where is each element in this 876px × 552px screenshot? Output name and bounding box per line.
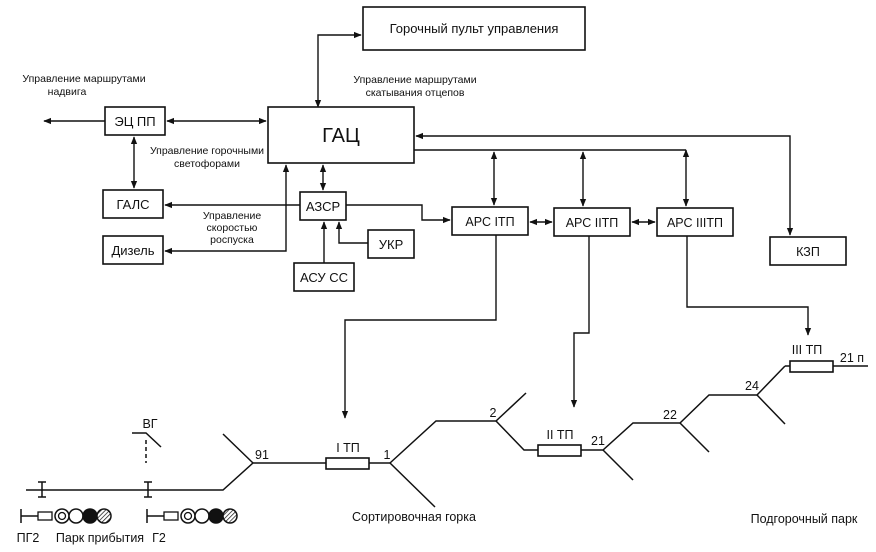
label-hump: Сортировочная горка: [352, 510, 476, 524]
block-gals: ГАЛС: [102, 189, 164, 219]
diesel-label: Дизель: [111, 243, 154, 258]
block-asu-ss: АСУ СС: [293, 262, 355, 292]
track-arrival: [26, 462, 327, 491]
ecpp-label: ЭЦ ПП: [114, 114, 155, 129]
track-vg-symbol: [132, 432, 162, 448]
note-speed-1: Управление: [203, 210, 262, 222]
ars-2-label: АРС IIТП: [566, 216, 619, 230]
block-diesel: Дизель: [102, 235, 164, 265]
connector-gac-console: [314, 31, 362, 108]
track-layout: ВГ 91 I ТП 1 2 II ТП 21 22 24 III ТП 21 …: [17, 343, 868, 545]
block-gac: ГАЦ: [267, 106, 415, 164]
gac-label: ГАЦ: [322, 125, 360, 147]
label-signal-pg2: ПГ2: [17, 531, 40, 545]
block-azsr: АЗСР: [299, 191, 347, 221]
note-hump-signals-1: Управление горочными: [150, 145, 264, 157]
signal-g2: [146, 508, 238, 524]
note-speed-3: роспуска: [210, 234, 254, 246]
label-signal-g2: Г2: [152, 531, 166, 545]
label-arrival-park: Парк прибытия: [56, 531, 144, 545]
note-push-routes-1: Управление маршрутами: [22, 73, 145, 85]
label-switch-22: 22: [663, 408, 677, 422]
label-classification-park: Подгорочный парк: [751, 512, 858, 526]
track-branch-91: [222, 433, 254, 464]
connector-ars2-tp2: [570, 236, 590, 408]
note-push-routes-2: надвига: [48, 86, 87, 98]
track-branch-1-lower: [389, 462, 436, 508]
label-tp2: II ТП: [546, 428, 573, 442]
gals-label: ГАЛС: [116, 197, 149, 212]
ars-3-label: АРС IIIТП: [667, 216, 723, 230]
connector-ukr-azsr: [335, 221, 368, 244]
ukr-label: УКР: [379, 237, 404, 252]
block-ukr: УКР: [367, 229, 415, 259]
track-branch-21-lower: [602, 449, 634, 481]
block-ars-2: АРС IIТП: [553, 207, 631, 237]
connector-ars3-tp3: [686, 236, 812, 336]
retarder-tp2: [537, 444, 582, 457]
note-hump-signals-2: светофорами: [174, 158, 240, 170]
block-ars-1: АРС ІТП: [451, 206, 529, 236]
insulating-joint-2: [144, 481, 152, 498]
label-tp1: I ТП: [336, 441, 360, 455]
connector-gac-kzp: [415, 132, 794, 236]
track-branch-2-lower: [495, 420, 538, 451]
label-switch-91: 91: [255, 448, 269, 462]
connector-ars1-tp1: [341, 235, 497, 419]
connector-gac-diesel: [164, 164, 290, 255]
ars-1-label: АРС ІТП: [465, 215, 514, 229]
insulating-joint-1: [38, 481, 46, 498]
kzp-label: КЗП: [796, 245, 820, 259]
block-ecpp: ЭЦ ПП: [104, 106, 166, 136]
track-branch-24-lower: [756, 394, 786, 425]
label-switch-1: 1: [384, 448, 391, 462]
block-hump-console: Горочный пульт управления: [362, 6, 586, 51]
connector-azsr-ars1: [346, 204, 451, 224]
track-branch-22-lower: [679, 422, 710, 453]
label-switch-21: 21: [591, 434, 605, 448]
retarder-tp1: [325, 457, 370, 470]
track-upper-branch: [389, 392, 527, 464]
label-track-21p: 21 п: [840, 351, 864, 365]
note-speed-2: скоростью: [207, 222, 258, 234]
note-cut-routes-2: скатывания отцепов: [366, 87, 465, 99]
hump-console-label: Горочный пульт управления: [390, 21, 559, 36]
asu-ss-label: АСУ СС: [300, 270, 348, 285]
block-ars-3: АРС IIIТП: [656, 207, 734, 237]
note-cut-routes-1: Управление маршрутами: [353, 74, 476, 86]
label-vg: ВГ: [142, 417, 157, 431]
retarder-tp3: [789, 360, 834, 373]
azsr-label: АЗСР: [306, 199, 340, 214]
label-switch-24: 24: [745, 379, 759, 393]
signal-pg2: [20, 508, 112, 524]
block-kzp: КЗП: [769, 236, 847, 266]
label-switch-2: 2: [490, 406, 497, 420]
label-tp3: III ТП: [792, 343, 823, 357]
